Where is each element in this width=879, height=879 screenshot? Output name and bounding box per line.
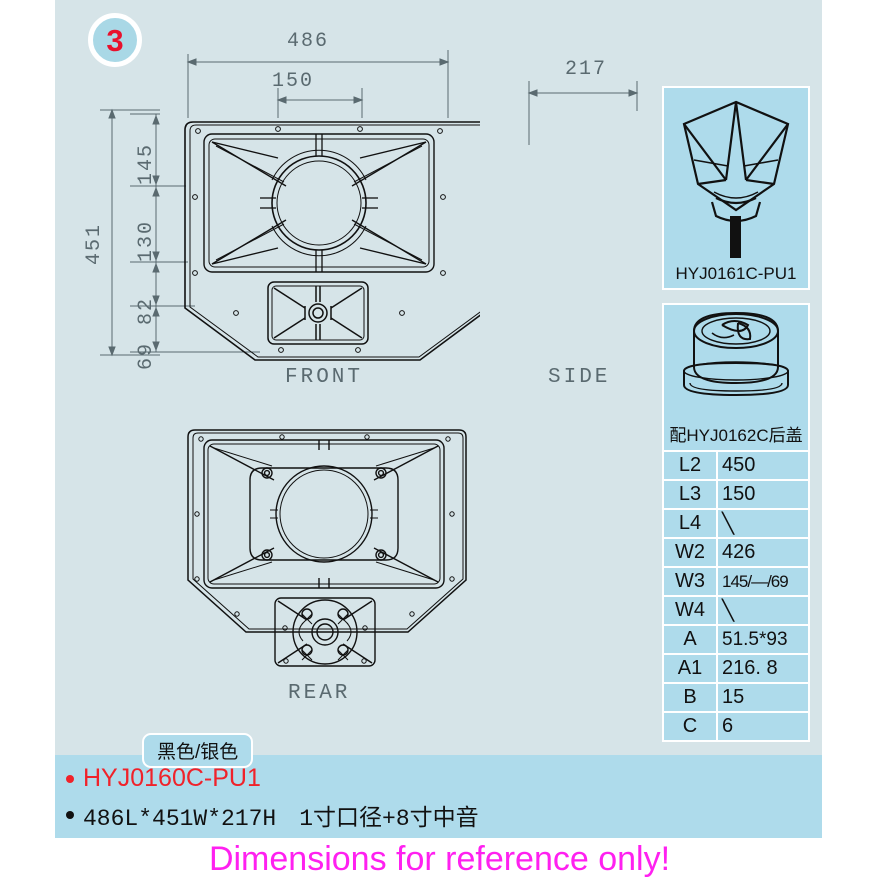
spec-value: 15: [716, 682, 810, 713]
front-height-overall-label: 451: [83, 222, 106, 265]
front-segment-82-label: 82: [135, 296, 158, 325]
spec-key: C: [662, 711, 718, 742]
table-row: A 51.5*93: [662, 624, 810, 655]
model-number-row: HYJ0160C-PU1: [66, 764, 261, 793]
bullet-dot-black: [66, 811, 74, 819]
table-row: L2 450: [662, 450, 810, 481]
front-width-overall-label: 486: [287, 30, 330, 53]
spec-value: ╲: [716, 508, 810, 539]
horn-part-number: HYJ0161C-PU1: [675, 264, 797, 283]
spec-key: W4: [662, 595, 718, 626]
info-band-background: [55, 755, 822, 838]
table-row: L3 150: [662, 479, 810, 510]
spec-table-body: L2 450 L3 150 L4 ╲ W2 426 W3 145/—/69 W4…: [662, 450, 810, 742]
spec-key: W2: [662, 537, 718, 568]
spec-key: A: [662, 624, 718, 655]
spec-summary-row: 486L*451W*217H 1寸口径+8寸中音: [66, 798, 479, 832]
table-row: C 6: [662, 711, 810, 742]
accessory-panel-rear-cover: 配HYJ0162C后盖: [662, 303, 810, 452]
spec-value: ╲: [716, 595, 810, 626]
spec-value: 426: [716, 537, 810, 568]
accessory-panel-horn: HYJ0161C-PU1: [662, 86, 810, 290]
specification-table: L2 450 L3 150 L4 ╲ W2 426 W3 145/—/69 W4…: [662, 450, 810, 742]
color-option-chip: 黑色/银色: [142, 733, 254, 768]
spec-key: L2: [662, 450, 718, 481]
spec-key: W3: [662, 566, 718, 597]
front-segment-69-label: 69: [135, 341, 158, 370]
side-view-drawing: [527, 81, 639, 145]
side-depth-label: 217: [565, 58, 608, 81]
sheet-background-gap: [55, 748, 822, 755]
table-row: W2 426: [662, 537, 810, 568]
front-segment-130-label: 130: [135, 219, 158, 262]
spec-key: A1: [662, 653, 718, 684]
table-row: W3 145/—/69: [662, 566, 810, 597]
front-segment-145-label: 145: [135, 142, 158, 185]
horn-flare-image: [664, 88, 808, 263]
rear-cover-image: [664, 305, 808, 420]
item-number-badge: 3: [88, 13, 142, 67]
spec-summary-label: 486L*451W*217H 1寸口径+8寸中音: [83, 806, 479, 832]
model-number-label: HYJ0160C-PU1: [83, 764, 261, 792]
front-width-inner-label: 150: [272, 70, 315, 93]
table-row: B 15: [662, 682, 810, 713]
rear-view-drawing: [187, 429, 467, 667]
front-view-drawing: [100, 50, 480, 361]
spec-value: 6: [716, 711, 810, 742]
table-row: A1 216. 8: [662, 653, 810, 684]
side-view-label: SIDE: [548, 366, 611, 389]
spec-value: 450: [716, 450, 810, 481]
disclaimer-text: Dimensions for reference only!: [208, 840, 671, 878]
item-number-label: 3: [106, 22, 124, 58]
spec-key: B: [662, 682, 718, 713]
spec-key: L3: [662, 479, 718, 510]
spec-value: 150: [716, 479, 810, 510]
front-view-label: FRONT: [285, 366, 364, 389]
spec-key: L4: [662, 508, 718, 539]
bullet-dot-red: [66, 774, 74, 783]
spec-value: 145/—/69: [716, 566, 810, 597]
spec-value: 216. 8: [716, 653, 810, 684]
table-row: W4 ╲: [662, 595, 810, 626]
spec-value: 51.5*93: [716, 624, 810, 655]
table-row: L4 ╲: [662, 508, 810, 539]
rear-view-label: REAR: [288, 682, 351, 705]
rear-cover-part-number: 配HYJ0162C后盖: [669, 426, 803, 445]
